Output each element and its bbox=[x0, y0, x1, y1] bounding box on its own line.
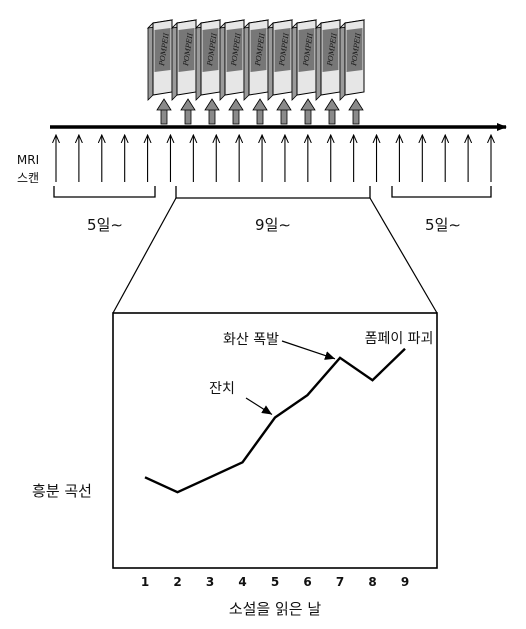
book-icon: POMPEII bbox=[218, 19, 246, 101]
x-tick-label: 3 bbox=[206, 575, 214, 589]
period-bracket-before bbox=[53, 186, 156, 198]
x-tick-label: 5 bbox=[271, 575, 279, 589]
book-icon: POMPEII bbox=[194, 19, 222, 101]
reading-arrow-head bbox=[156, 98, 172, 111]
reading-arrow-head bbox=[276, 98, 292, 111]
x-tick-label: 6 bbox=[303, 575, 311, 589]
period-bracket-after bbox=[391, 186, 492, 198]
book-icon: POMPEII bbox=[170, 19, 198, 101]
reading-arrow-head bbox=[252, 98, 268, 111]
annotation-feast-arrow bbox=[245, 397, 273, 416]
y-axis-label: 흥분 곡선 bbox=[32, 482, 92, 500]
mri-label-line2: 스캔 bbox=[17, 171, 39, 185]
reading-day-arrows bbox=[156, 98, 364, 125]
x-tick-label: 9 bbox=[401, 575, 409, 589]
book-icon: POMPEII bbox=[146, 19, 174, 101]
zoom-line-right bbox=[369, 197, 438, 314]
x-tick-label: 2 bbox=[173, 575, 181, 589]
mri-label-line1: MRI bbox=[17, 153, 39, 167]
book-icon: POMPEII bbox=[314, 19, 342, 101]
mri-scan-arrows bbox=[56, 135, 491, 182]
x-tick-label: 7 bbox=[336, 575, 344, 589]
reading-arrow-head bbox=[228, 98, 244, 111]
x-tick-label: 4 bbox=[238, 575, 246, 589]
x-axis-label: 소설을 읽은 날 bbox=[229, 600, 322, 618]
period-label-reading: 9일∼ bbox=[255, 216, 291, 234]
period-label-before: 5일∼ bbox=[87, 216, 123, 234]
zoom-line-left bbox=[112, 197, 177, 314]
book-icon: POMPEII bbox=[242, 19, 270, 101]
x-tick-label: 1 bbox=[141, 575, 149, 589]
book-icon: POMPEII bbox=[338, 19, 366, 101]
annotation-eruption-arrow bbox=[281, 340, 336, 360]
chart-frame bbox=[112, 312, 438, 569]
reading-arrow-head bbox=[348, 98, 364, 111]
excitement-curve-points bbox=[144, 348, 406, 493]
book-icon: POMPEII bbox=[266, 19, 294, 101]
period-label-after: 5일∼ bbox=[425, 216, 461, 234]
reading-arrow-head bbox=[204, 98, 220, 111]
period-bracket-reading bbox=[175, 186, 371, 199]
x-tick-label: 8 bbox=[368, 575, 376, 589]
annotation-feast: 잔치 bbox=[209, 381, 235, 397]
annotation-destruction: 폼페이 파괴 bbox=[365, 331, 434, 347]
reading-arrow-head bbox=[180, 98, 196, 111]
annotation-eruption: 화산 폭발 bbox=[223, 332, 279, 348]
reading-arrow-head bbox=[324, 98, 340, 111]
x-axis-tick-labels: 1 2 3 4 5 6 7 8 9 bbox=[141, 575, 409, 589]
book-icon: POMPEII bbox=[290, 19, 318, 101]
reading-arrow-head bbox=[300, 98, 316, 111]
